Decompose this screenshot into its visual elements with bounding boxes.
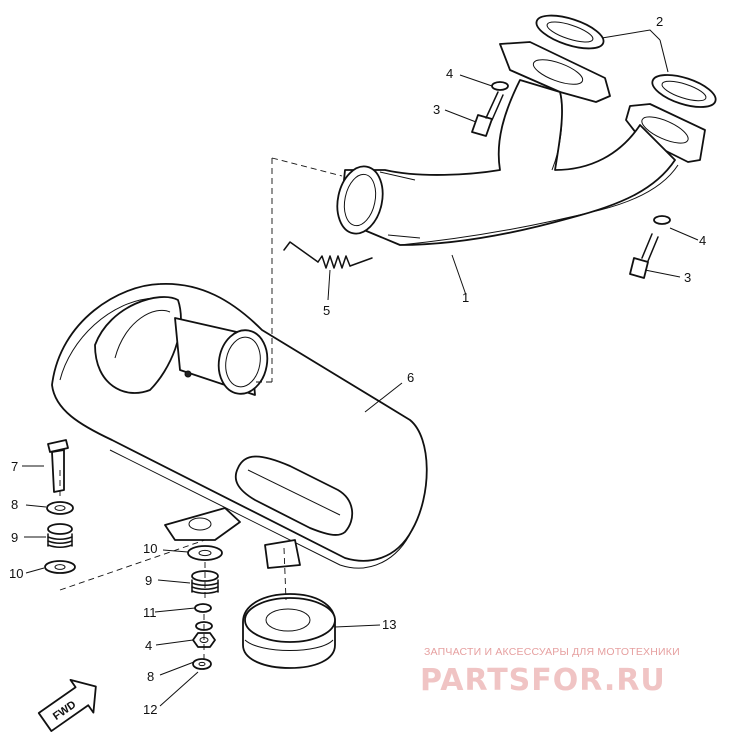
callout-5: 5 [323, 303, 330, 318]
rubber-damper-left [47, 523, 73, 548]
flange-bolt-lower [629, 215, 671, 279]
rubber-grommet [242, 593, 336, 669]
callout-7: 7 [11, 459, 18, 474]
washer-left-lower [44, 560, 76, 574]
exhaust-pipe [336, 41, 706, 246]
callout-4-upper: 4 [446, 66, 453, 81]
callout-13: 13 [382, 617, 396, 632]
callout-4-center: 4 [145, 638, 152, 653]
collar-center [194, 603, 212, 613]
callout-4-right: 4 [699, 233, 706, 248]
muffler [51, 283, 428, 569]
tension-spring [283, 241, 373, 269]
watermark-tagline: ЗАПЧАСТИ И АКСЕССУАРЫ ДЛЯ МОТОТЕХНИКИ [424, 646, 680, 658]
callout-2: 2 [656, 14, 663, 29]
washer-center-top [187, 545, 223, 561]
callout-12: 12 [143, 702, 157, 717]
watermark: ЗАПЧАСТИ И АКСЕССУАРЫ ДЛЯ МОТОТЕХНИКИ PA… [420, 646, 680, 698]
washer-center-bottom [192, 658, 212, 670]
alignment-lines [59, 157, 343, 660]
callout-11: 11 [143, 605, 157, 620]
callout-labels: 1 2 3 3 4 4 4 5 6 7 8 8 9 9 10 10 11 12 … [9, 14, 706, 717]
callout-10-left: 10 [9, 566, 23, 581]
callout-10-center: 10 [143, 541, 157, 556]
flange-bolt-upper [471, 81, 509, 137]
leader-lines [22, 29, 699, 707]
callout-6: 6 [407, 370, 414, 385]
mount-bolt [47, 439, 69, 493]
callout-9-left: 9 [11, 530, 18, 545]
washer-left-upper [46, 501, 74, 515]
exhaust-gasket-upper [535, 14, 605, 50]
exhaust-gasket-lower [651, 74, 717, 108]
callout-3-lower: 3 [684, 270, 691, 285]
fwd-arrow-icon: FWD [37, 678, 97, 732]
callout-9-center: 9 [145, 573, 152, 588]
callout-3-upper: 3 [433, 102, 440, 117]
callout-1: 1 [462, 290, 469, 305]
callout-8-left: 8 [11, 497, 18, 512]
watermark-site: PARTSFOR.RU [420, 663, 666, 698]
callout-8-center: 8 [147, 669, 154, 684]
